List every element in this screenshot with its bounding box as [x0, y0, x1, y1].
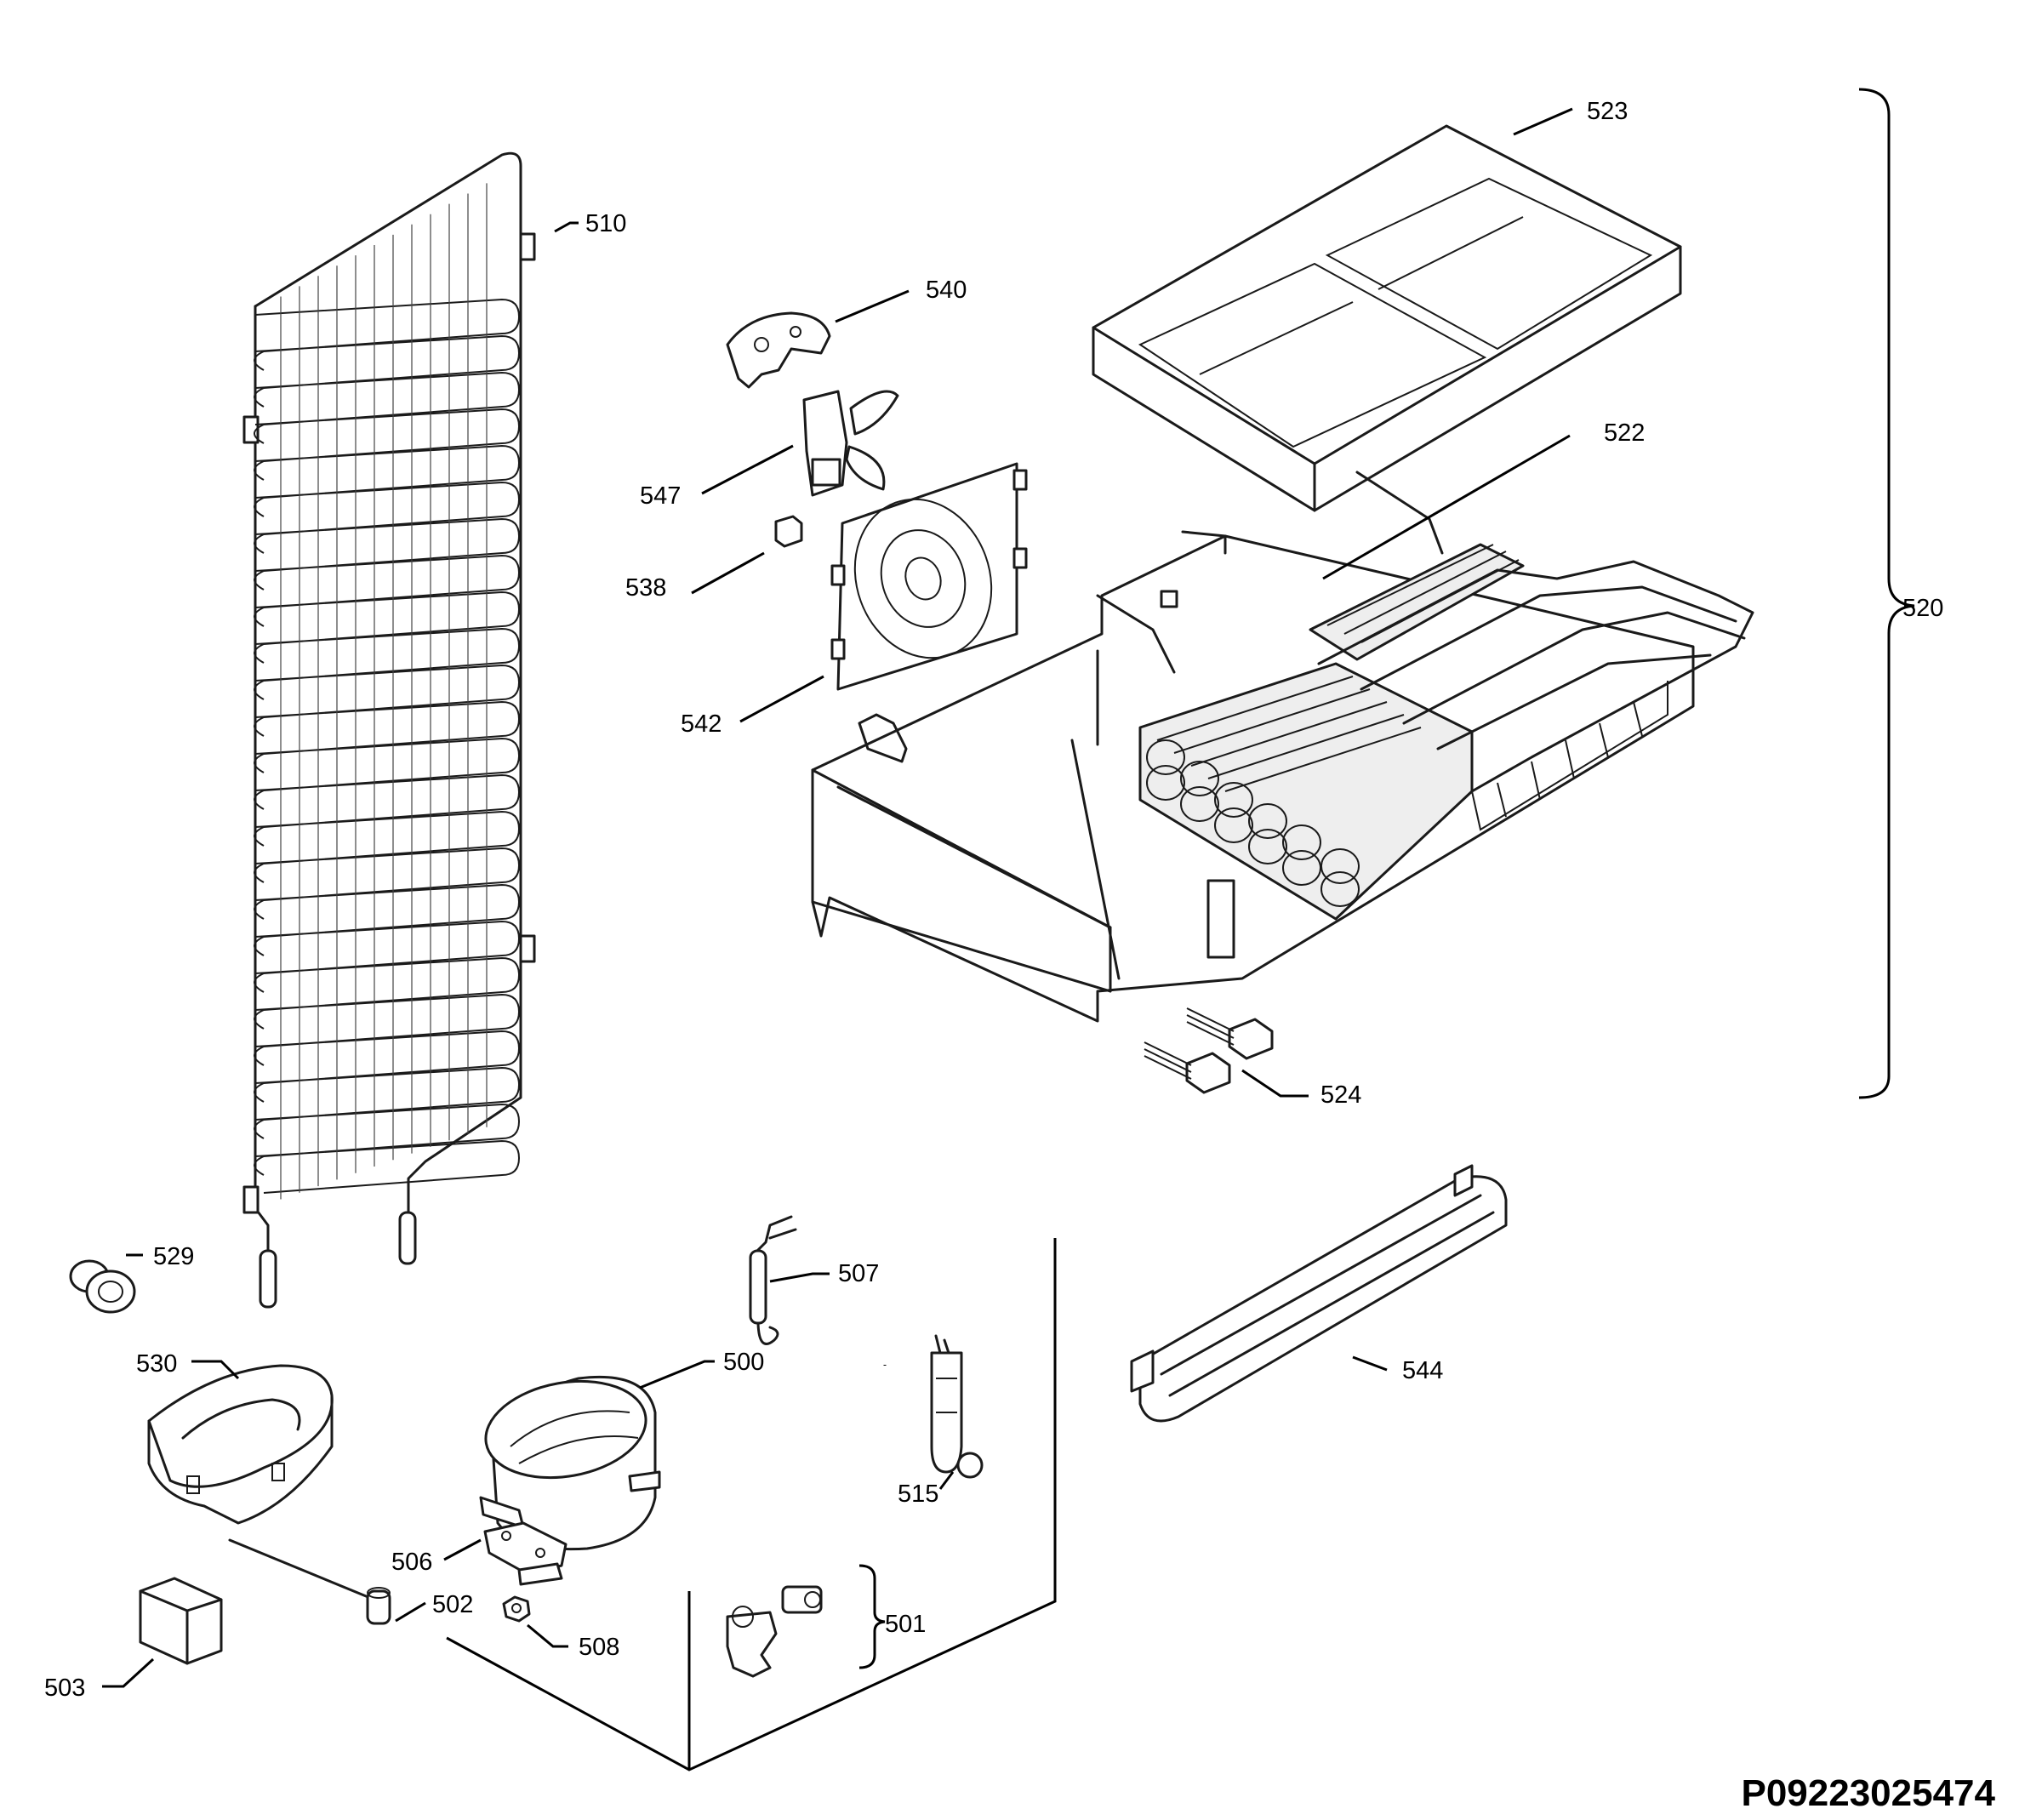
label-547: 547: [640, 482, 681, 510]
label-524: 524: [1320, 1081, 1361, 1109]
label-500: 500: [723, 1349, 764, 1376]
grommet-529: [69, 1259, 136, 1314]
label-540: 540: [926, 277, 967, 304]
fan-bracket-540: [726, 311, 831, 389]
relay-cover-503: [139, 1577, 223, 1665]
heater-515: [930, 1334, 984, 1479]
compressor-500: [479, 1375, 661, 1551]
label-506: 506: [391, 1549, 432, 1576]
compressor-tray-530: [147, 1364, 334, 1525]
label-538: 538: [625, 574, 666, 602]
compartment-outline: [446, 1238, 1057, 1772]
bracket-506: [483, 1521, 568, 1586]
filter-drier-507: [749, 1215, 797, 1345]
brace-501: [858, 1564, 886, 1669]
fan-motor-547: [802, 390, 899, 497]
label-507: 507: [838, 1260, 879, 1287]
label-502: 502: [432, 1591, 473, 1618]
label-510: 510: [585, 210, 626, 237]
part-labels: 523 510 540 522 547 538 520 542 524 529 …: [44, 98, 1943, 1702]
label-529: 529: [153, 1243, 194, 1270]
sensor-502: [228, 1538, 391, 1625]
label-515: 515: [898, 1481, 938, 1508]
rail-544: [1130, 1164, 1508, 1423]
label-542: 542: [681, 710, 722, 738]
evaporator-cover-523: [1092, 124, 1682, 512]
label-503: 503: [44, 1675, 85, 1702]
label-522: 522: [1604, 419, 1645, 447]
label-508: 508: [579, 1634, 619, 1661]
evaporator-assembly-520: [811, 471, 1754, 1023]
fan-cover-542: [830, 462, 1028, 691]
condenser-coil-tubes: [254, 298, 521, 1194]
drawing-code: P09223025474: [1741, 1772, 1995, 1814]
label-520: 520: [1902, 595, 1943, 622]
leader-lines: [102, 107, 1573, 1688]
label-530: 530: [136, 1350, 177, 1378]
relay-kit-501: [726, 1585, 823, 1678]
condenser-510: [242, 151, 536, 1309]
label-501: 501: [885, 1611, 926, 1638]
grommet-508: [502, 1595, 531, 1623]
label-544: 544: [1402, 1357, 1443, 1384]
connectors-524: [1144, 1007, 1274, 1094]
label-523: 523: [1587, 98, 1628, 125]
pad-538: [774, 515, 803, 548]
brace-520: [1858, 88, 1915, 1099]
